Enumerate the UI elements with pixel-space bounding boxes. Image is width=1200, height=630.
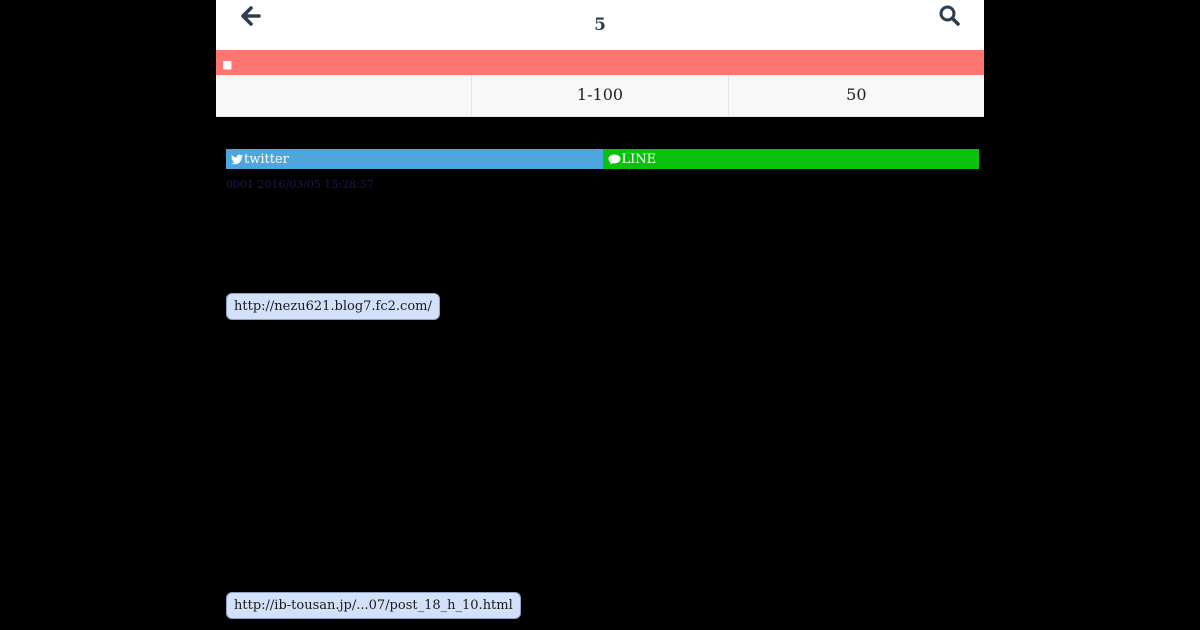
page-title: 5 [594, 15, 606, 35]
arrow-left-icon [241, 6, 261, 26]
back-button[interactable] [240, 4, 264, 28]
thread-nav: 1-100 50 [216, 75, 984, 117]
marker-square: ■ [222, 58, 233, 71]
speech-bubble-icon [608, 154, 620, 164]
share-buttons: twitter LINE [226, 149, 979, 169]
header-bar: 5 [216, 0, 984, 50]
post-meta: 0001 2016/03/05 15:28:57 [226, 178, 374, 191]
external-link[interactable]: http://ib-tousan.jp/...07/post_18_h_10.h… [226, 592, 521, 619]
line-share-label: LINE [621, 151, 657, 167]
twitter-share-label: twitter [244, 151, 289, 167]
search-icon [939, 5, 960, 26]
line-share-button[interactable]: LINE [602, 149, 979, 169]
page: 5 ■ 1-100 50 twitter LINE 0001 2016 [216, 0, 984, 630]
nav-cell-blank[interactable] [216, 75, 471, 116]
search-button[interactable] [938, 4, 962, 28]
twitter-icon [231, 154, 243, 164]
nav-latest-button[interactable]: 50 [727, 75, 984, 116]
twitter-share-button[interactable]: twitter [226, 149, 603, 169]
category-bar: ■ [216, 50, 984, 75]
external-link[interactable]: http://nezu621.blog7.fc2.com/ [226, 293, 440, 320]
nav-range-button[interactable]: 1-100 [471, 75, 727, 116]
